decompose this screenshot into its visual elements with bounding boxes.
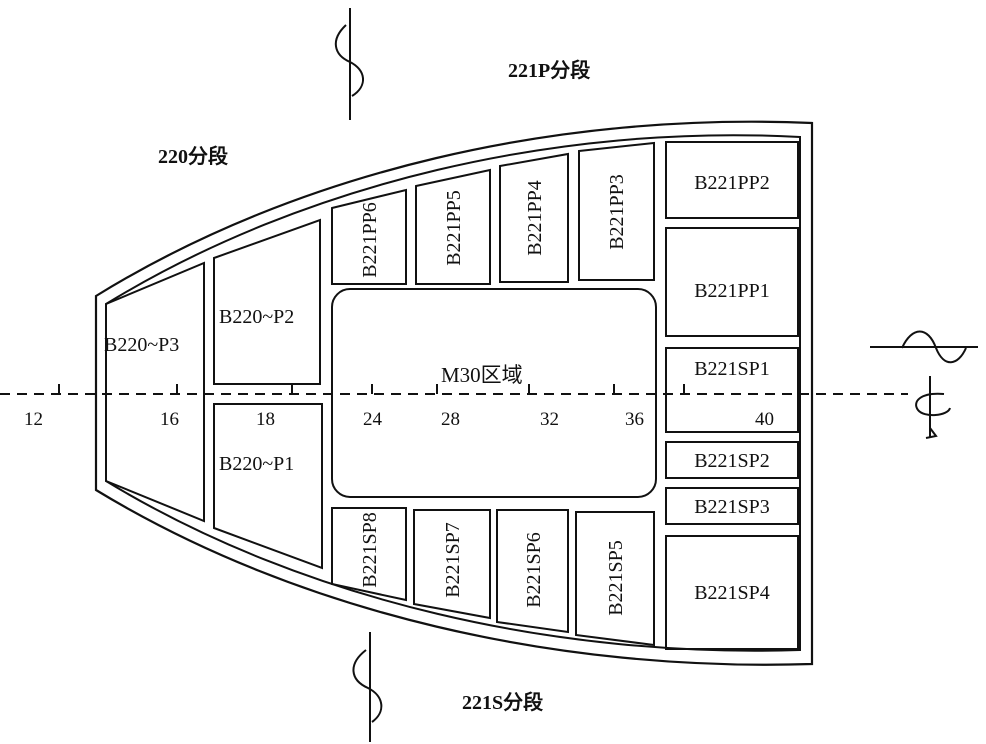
label-sp5: B221SP5 [605,540,627,616]
centerline-symbol-icon [870,330,978,439]
section-label-221p: 221P分段 [508,58,590,82]
label-pp6: B221PP6 [359,202,381,278]
frame-ticks [58,384,685,394]
label-b220-p1: B220~P1 [219,453,294,475]
frame-number: 36 [625,409,644,430]
block-pp6 [331,188,407,285]
label-pp4: B221PP4 [524,180,546,256]
block-sp3 [665,487,799,525]
frame-number: 32 [540,409,559,430]
block-b220-p1 [213,403,323,570]
label-sp7: B221SP7 [442,522,464,598]
frame-number: 40 [755,409,774,430]
section-label-221s: 221S分段 [462,690,543,714]
break-symbol-top [335,8,364,120]
label-pp3: B221PP3 [606,174,628,250]
label-sp4: B221SP4 [694,582,770,604]
block-sp8 [331,507,407,602]
label-sp1: B221SP1 [694,358,770,380]
label-b220-p3: B220~P3 [104,334,179,356]
frame-number: 28 [441,409,460,430]
label-sp8: B221SP8 [359,512,381,588]
hull-outline-outer [94,120,814,666]
block-sp4 [665,535,799,650]
block-pp1 [665,227,799,337]
frame-number: 16 [160,409,179,430]
block-pp3 [578,141,655,281]
block-pp5 [415,168,491,285]
block-pp4 [499,152,569,283]
label-pp5: B221PP5 [443,190,465,266]
block-sp1 [665,347,799,433]
frame-number: 18 [256,409,275,430]
block-sp7 [413,509,491,620]
block-b220-p2 [213,218,321,385]
block-pp2 [665,141,799,219]
hull-outline-inner [105,134,801,652]
label-sp2: B221SP2 [694,450,770,472]
section-label-220: 220分段 [158,144,228,168]
frame-number: 12 [24,409,43,430]
label-sp6: B221SP6 [523,532,545,608]
label-pp1: B221PP1 [694,280,770,302]
label-pp2: B221PP2 [694,172,770,194]
label-sp3: B221SP3 [694,496,770,518]
block-b220-p3 [105,261,205,523]
block-sp6 [496,509,569,634]
label-b220-p2: B220~P2 [219,306,294,328]
block-sp2 [665,441,799,479]
frame-number: 24 [363,409,383,430]
block-sp5 [575,511,655,647]
break-symbol-bottom [352,632,383,742]
center-region-label: M30区域 [441,363,523,387]
